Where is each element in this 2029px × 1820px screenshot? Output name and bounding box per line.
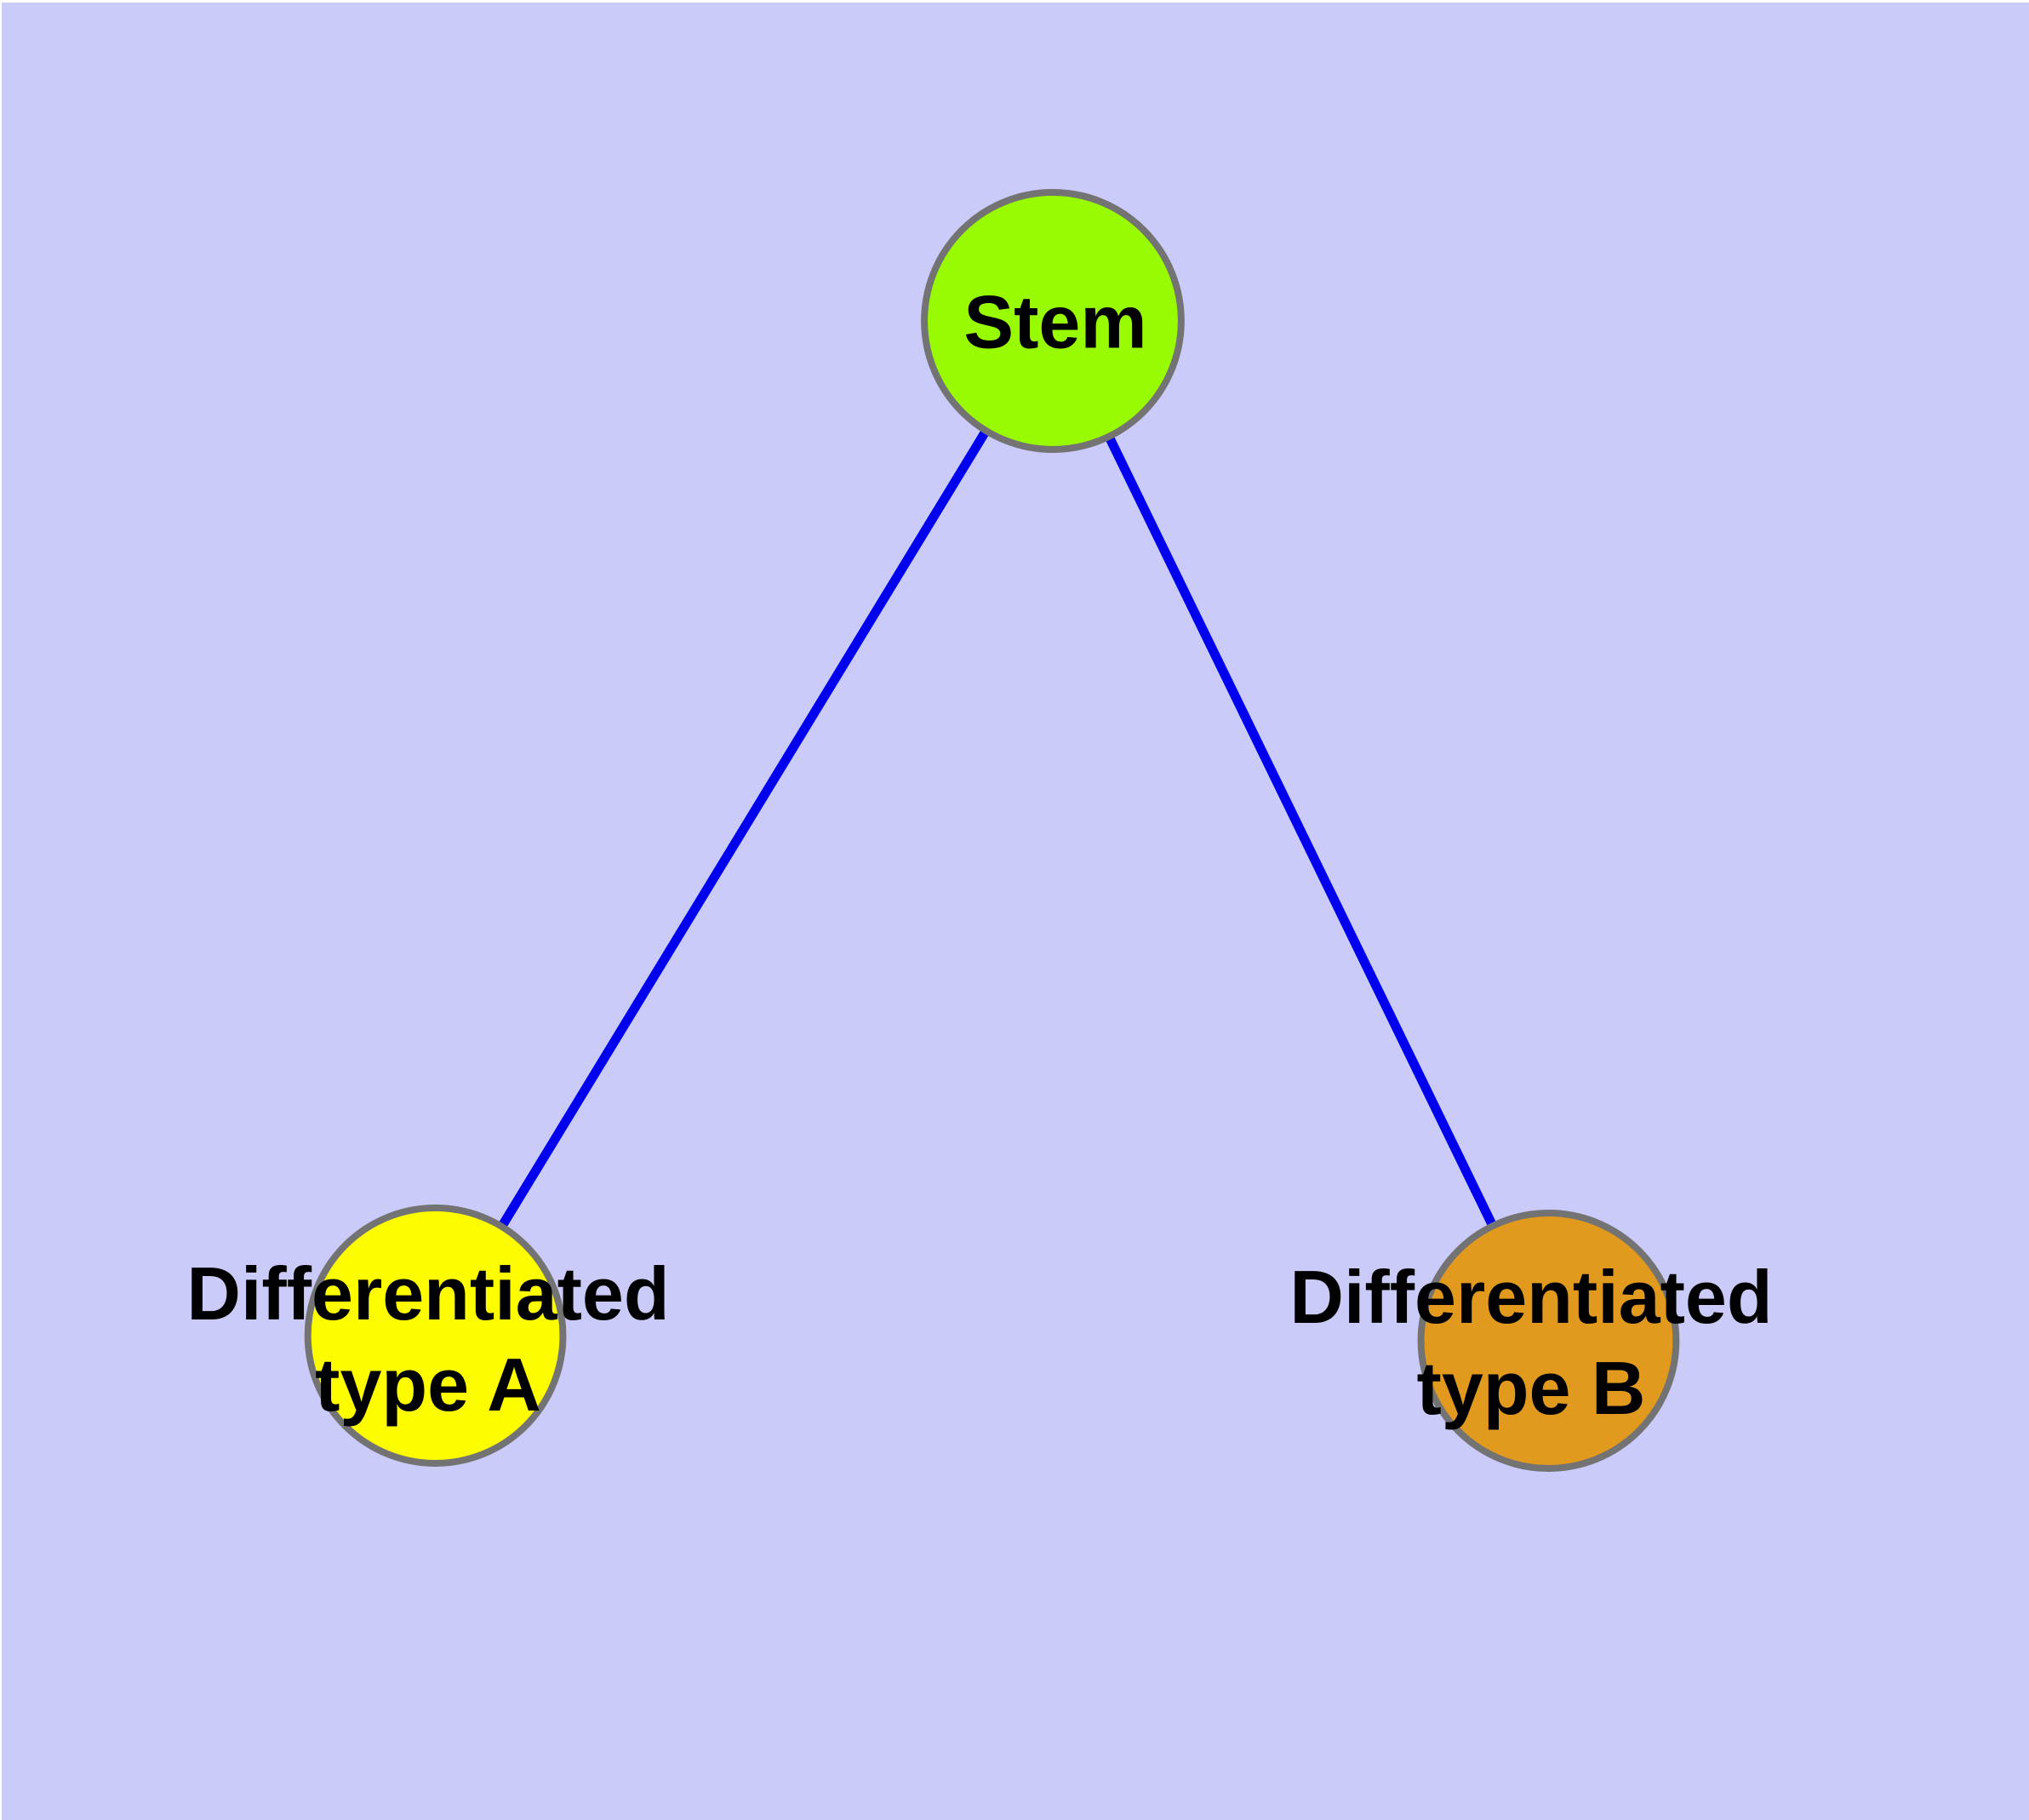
node-label-type-b-line2: type B <box>1416 1346 1646 1430</box>
node-circle-differentiated-type-a <box>304 1205 567 1467</box>
edge-stem-to-type-a <box>431 318 1057 1338</box>
node-circle-differentiated-type-b <box>1417 1210 1680 1472</box>
graph-canvas: Stem Differentiated type A Differentiate… <box>2 3 2029 1820</box>
node-label-differentiated-type-a: Differentiated type A <box>186 1248 669 1430</box>
node-label-stem: Stem <box>963 277 1146 368</box>
node-circle-stem <box>921 189 1185 453</box>
node-label-type-b-line1: Differentiated <box>1289 1255 1773 1339</box>
edge-stem-to-type-b <box>1049 318 1553 1343</box>
node-label-stem-text: Stem <box>963 279 1147 364</box>
node-label-type-a-line1: Differentiated <box>186 1251 670 1336</box>
graph-drawing <box>304 189 1680 1472</box>
node-label-differentiated-type-b: Differentiated type B <box>1289 1251 1772 1434</box>
node-label-type-a-line2: type A <box>315 1342 541 1427</box>
